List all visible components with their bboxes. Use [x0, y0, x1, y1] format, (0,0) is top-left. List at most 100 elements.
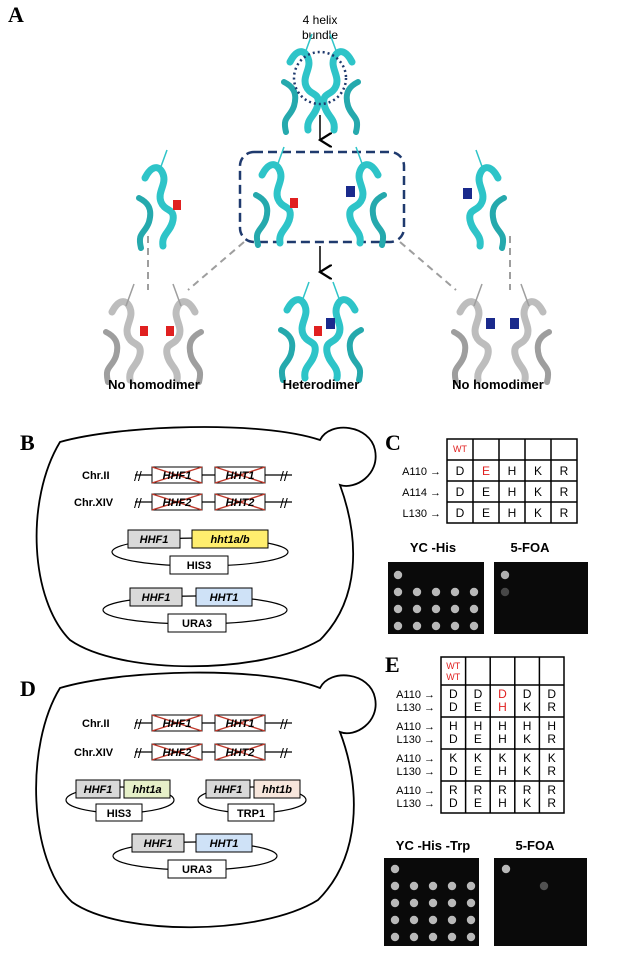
- colony-spot: [466, 881, 476, 891]
- colony-spot: [428, 881, 438, 891]
- dashed-connectors: [147, 236, 511, 291]
- grid-e-cell: K: [498, 751, 506, 765]
- panel-label-c: C: [385, 430, 401, 455]
- gene-hht2-deleted-b: HHT2: [226, 497, 255, 509]
- yeast-cell-d: [35, 671, 377, 929]
- grid-e-row-label: L130 →: [396, 734, 435, 746]
- svg-text://: //: [134, 495, 142, 511]
- colony-spot: [409, 932, 419, 942]
- plasmid-his3-d: [65, 779, 175, 822]
- plasmid1-gene2-d: hht1a: [132, 784, 161, 796]
- gene-hht1-deleted-d: HHT1: [226, 718, 255, 730]
- colony-spot: [500, 570, 510, 580]
- bundle-label-line1: 4 helix: [303, 13, 338, 27]
- grid-c-row-label: A110 →: [402, 466, 441, 478]
- colony-spot: [450, 587, 460, 597]
- grid-c-header: WT: [453, 444, 467, 454]
- grid-c-cell: K: [534, 506, 542, 520]
- gene-hhf2-deleted-b: HHF2: [163, 497, 192, 509]
- grid-e-cell: K: [523, 751, 531, 765]
- grid-c-row-label: A114 →: [402, 487, 441, 499]
- grid-e-header: WT: [446, 672, 460, 682]
- heterodimer-structure: [281, 282, 361, 380]
- grid-e-cell: H: [498, 700, 507, 714]
- colony-spot: [469, 604, 479, 614]
- svg-text://: //: [280, 495, 288, 511]
- colony-spot: [447, 915, 457, 925]
- homodimer-red: [106, 284, 201, 382]
- colony-spot: [393, 570, 403, 580]
- chromosome-xiv-d: // //: [134, 743, 292, 761]
- grid-e-cell: H: [547, 719, 556, 733]
- heterodimer-box: [238, 150, 406, 244]
- chr14-label-d: Chr.XIV: [74, 747, 114, 759]
- colony-spot: [447, 932, 457, 942]
- colony-spot: [539, 881, 549, 891]
- grid-e-row-label: A110 →: [396, 785, 435, 797]
- grid-c-cell: D: [456, 464, 465, 478]
- colony-spot: [501, 864, 511, 874]
- colony-spot: [466, 932, 476, 942]
- grid-e-row-label: L130 →: [396, 798, 435, 810]
- plasmid2-gene1-b: HHF1: [142, 592, 171, 604]
- plasmid3-gene2-d: HHT1: [210, 838, 239, 850]
- grid-e-cell: D: [449, 796, 458, 810]
- grid-e-cell: K: [449, 751, 457, 765]
- chr2-label-b: Chr.II: [82, 470, 110, 482]
- panel-label-e: E: [385, 652, 400, 677]
- plasmid1-gene1-b: HHF1: [140, 534, 169, 546]
- plasmid2-marker-b: URA3: [182, 618, 212, 630]
- plasmid1-gene2-b: hht1a/b: [210, 534, 249, 546]
- grid-c-cell: R: [560, 464, 569, 478]
- grid-e-cell: K: [523, 796, 531, 810]
- grid-e-cell: K: [523, 700, 531, 714]
- colony-spot: [431, 621, 441, 631]
- grid-e-row-label: L130 →: [396, 702, 435, 714]
- grid-e-cell: H: [498, 719, 507, 733]
- grid-e-cell: R: [449, 783, 458, 797]
- colony-spot: [431, 587, 441, 597]
- grid-c-cell: D: [456, 485, 465, 499]
- grid-e-row-label: A110 →: [396, 721, 435, 733]
- plasmid-ura3-b: [102, 587, 288, 633]
- plate-title-e2: 5-FOA: [516, 838, 556, 853]
- grid-e-cell: K: [548, 751, 556, 765]
- grid-c-cell: H: [508, 506, 517, 520]
- grid-e-cell: H: [474, 719, 483, 733]
- grid-e-row-label: A110 →: [396, 689, 435, 701]
- chromosome-ii-b: // //: [134, 466, 292, 484]
- grid-e-cell: K: [523, 764, 531, 778]
- plate-title-c2: 5-FOA: [511, 540, 551, 555]
- caption-no-homodimer-right: No homodimer: [452, 377, 544, 392]
- colony-spot: [412, 621, 422, 631]
- grid-e-cell: R: [547, 732, 556, 746]
- grid-e-cell: H: [498, 764, 507, 778]
- plasmid-trp1-d: [197, 779, 307, 822]
- panel-label-b: B: [20, 430, 35, 455]
- colony-spot: [450, 621, 460, 631]
- colony-spot: [393, 587, 403, 597]
- plasmid1-marker-d: HIS3: [107, 808, 131, 820]
- grid-c-cell: E: [482, 485, 490, 499]
- colony-spot: [393, 621, 403, 631]
- grid-e-cell: D: [547, 687, 556, 701]
- colony-spot: [450, 604, 460, 614]
- grid-e-cell: R: [474, 783, 483, 797]
- colony-spot: [390, 864, 400, 874]
- plasmid1-marker-b: HIS3: [187, 560, 211, 572]
- grid-c-cell: E: [482, 506, 490, 520]
- plasmid1-gene1-d: HHF1: [84, 784, 113, 796]
- grid-c-cell: R: [560, 485, 569, 499]
- grid-c-cell: R: [560, 506, 569, 520]
- grid-c-cell: H: [508, 464, 517, 478]
- colony-spot: [431, 604, 441, 614]
- plasmid-his3-b: [111, 529, 289, 575]
- colony-spots-e1: [390, 864, 476, 942]
- colony-spot: [409, 915, 419, 925]
- grid-e-cell: D: [474, 687, 483, 701]
- plasmid2-marker-d: TRP1: [237, 808, 265, 820]
- grid-c-cell: K: [534, 485, 542, 499]
- grid-e-border: [440, 656, 565, 814]
